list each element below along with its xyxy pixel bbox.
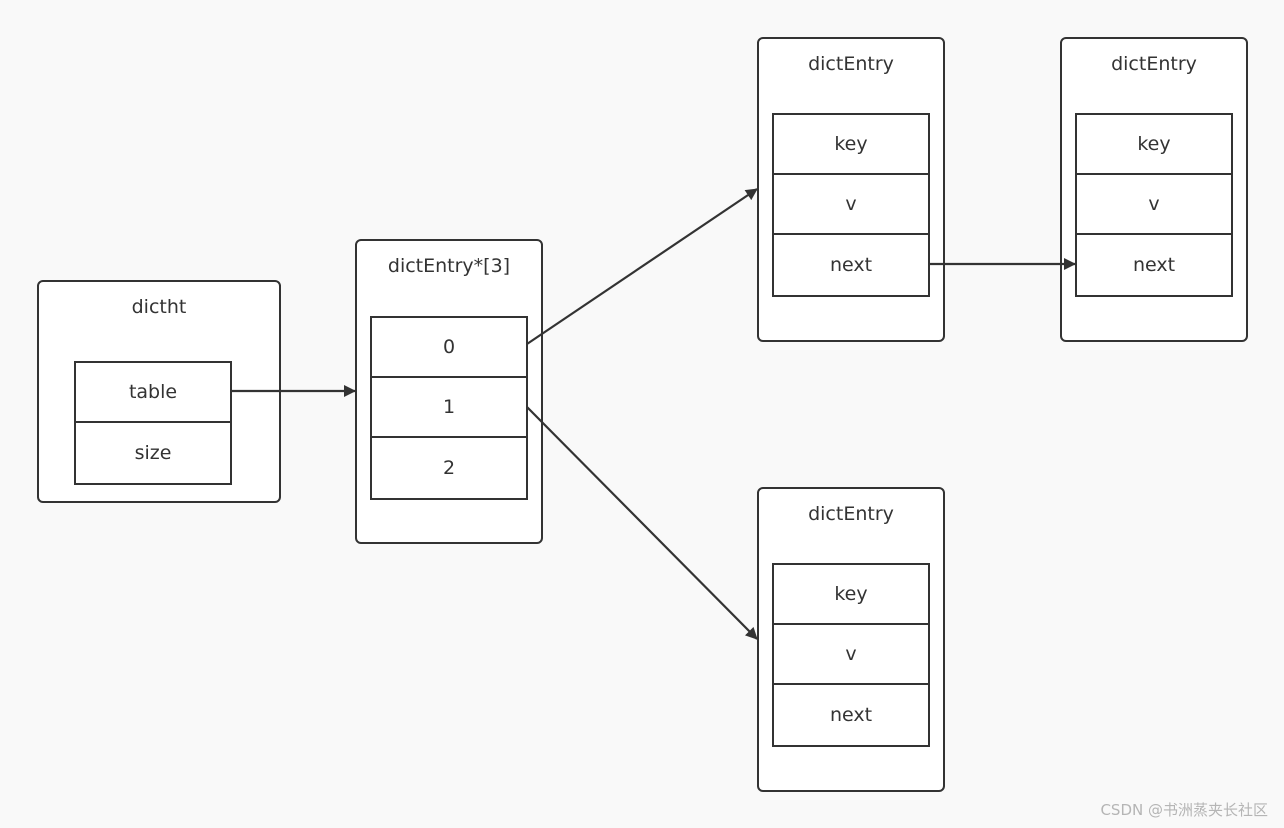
dict-entry-node-a: dictEntry key v next — [757, 37, 945, 342]
bucket-array-node: dictEntry*[3] 0 1 2 — [355, 239, 543, 544]
dict-entry-b-value: v — [1077, 175, 1231, 235]
dict-entry-a-fields: key v next — [772, 113, 930, 297]
dict-entry-a-next: next — [829, 254, 873, 276]
dict-entry-c-title: dictEntry — [808, 503, 894, 525]
dict-entry-c-fields: key v next — [772, 563, 930, 747]
bucket-0: 0 — [372, 318, 526, 378]
bucket-2: 2 — [442, 457, 456, 479]
dict-entry-b-fields: key v next — [1075, 113, 1233, 297]
arrow-bucket-0-to-entry-a — [526, 188, 758, 345]
dictht-field-table: table — [76, 363, 230, 423]
arrow-bucket-1-to-entry-c — [526, 406, 758, 640]
dict-entry-c-key: key — [774, 565, 928, 625]
dictht-fields: table size — [74, 361, 232, 485]
dict-entry-b-next: next — [1132, 254, 1176, 276]
bucket-array-title: dictEntry*[3] — [387, 255, 511, 277]
dict-entry-node-b: dictEntry key v next — [1060, 37, 1248, 342]
dictht-field-size: size — [134, 442, 172, 464]
dict-entry-node-c: dictEntry key v next — [757, 487, 945, 792]
dict-entry-b-title: dictEntry — [1111, 53, 1197, 75]
dictht-title: dictht — [131, 296, 187, 318]
dict-entry-a-value: v — [774, 175, 928, 235]
dict-entry-c-next: next — [829, 704, 873, 726]
watermark: CSDN @书洲蒸夹长社区 — [1100, 801, 1268, 819]
dictht-node: dictht table size — [37, 280, 281, 503]
dict-entry-a-key: key — [774, 115, 928, 175]
bucket-array-fields: 0 1 2 — [370, 316, 528, 500]
dict-entry-b-key: key — [1077, 115, 1231, 175]
dict-entry-a-title: dictEntry — [808, 53, 894, 75]
bucket-1: 1 — [372, 378, 526, 438]
dict-entry-c-value: v — [774, 625, 928, 685]
